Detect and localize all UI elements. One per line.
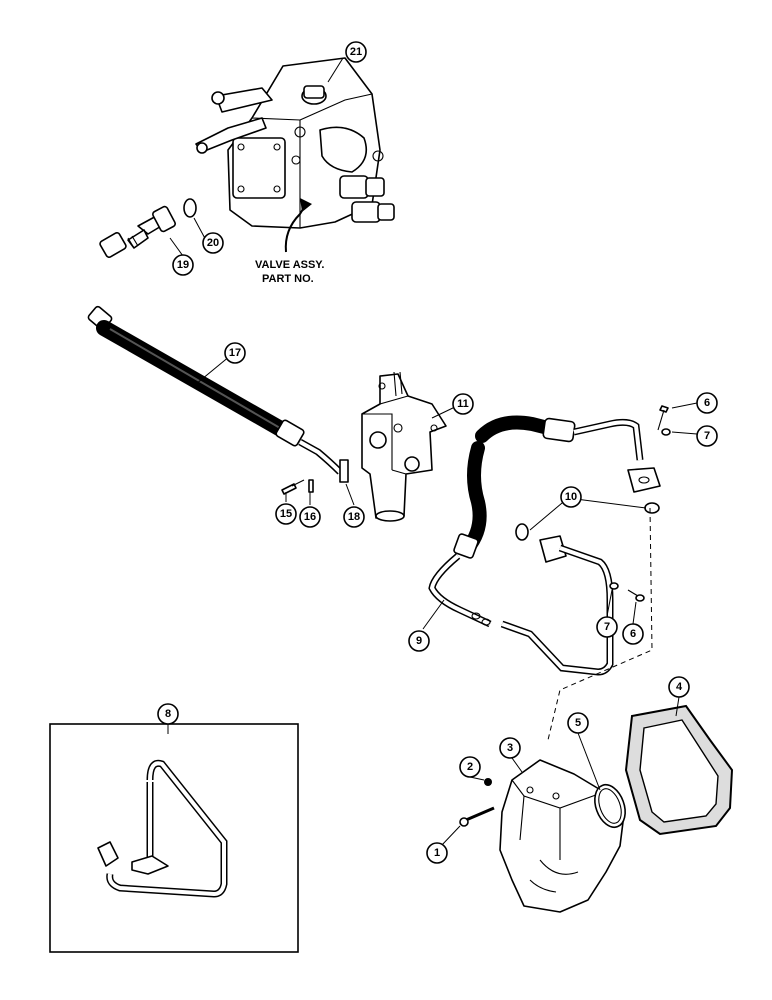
- callout-19: 19: [172, 254, 194, 276]
- gasket: [624, 704, 734, 836]
- callout-7-top: 7: [696, 425, 718, 447]
- elbow-fitting: [127, 205, 176, 249]
- o-ring-20: [183, 198, 197, 218]
- o-ring-10a: [515, 523, 529, 541]
- inset-box: [49, 723, 299, 953]
- valve-label-arrowhead: [300, 198, 312, 212]
- callout-16: 16: [299, 506, 321, 528]
- svg-text:4: 4: [676, 681, 683, 693]
- callout-8: 8: [157, 703, 179, 725]
- callout-15: 15: [275, 503, 297, 525]
- svg-text:3: 3: [507, 742, 513, 754]
- bolt-15: [281, 479, 305, 495]
- callout-3: 3: [499, 737, 521, 759]
- o-ring-10b: [644, 502, 660, 514]
- control-valve-assembly: [195, 57, 395, 229]
- svg-text:21: 21: [350, 46, 362, 58]
- bolt-6b: [627, 589, 639, 597]
- callout-7-bottom: 7: [596, 616, 618, 638]
- o-ring-5-inner: [598, 788, 622, 824]
- svg-text:16: 16: [304, 511, 316, 523]
- bolt-1-head: [459, 817, 469, 827]
- valve-label-arrow: [284, 203, 307, 253]
- svg-text:11: 11: [457, 398, 469, 410]
- leader-lines: [167, 57, 698, 847]
- callout-9: 9: [408, 630, 430, 652]
- priority-valve: [361, 371, 447, 522]
- callout-18: 18: [343, 506, 365, 528]
- callout-5: 5: [567, 712, 589, 734]
- svg-text:7: 7: [704, 430, 710, 442]
- svg-text:1: 1: [434, 847, 440, 859]
- alignment-dashed-line: [547, 507, 653, 741]
- svg-text:15: 15: [280, 508, 292, 520]
- svg-text:2: 2: [467, 761, 473, 773]
- bolt-1: [465, 806, 495, 822]
- callout-1: 1: [426, 842, 448, 864]
- svg-text:19: 19: [177, 259, 189, 271]
- svg-text:6: 6: [704, 397, 710, 409]
- svg-text:10: 10: [565, 491, 577, 503]
- svg-text:7: 7: [604, 621, 610, 633]
- valve-part-no-label: PART NO.: [262, 273, 314, 285]
- pipe-hose-assembly: [72, 232, 343, 475]
- washer-7b: [609, 582, 619, 590]
- bolt-6a-shank: [657, 409, 665, 431]
- callout-6-bottom: 6: [622, 623, 644, 645]
- suction-pipe: [500, 535, 614, 676]
- pump-housing: [499, 759, 625, 913]
- callout-20: 20: [202, 232, 224, 254]
- flange-18: [339, 459, 349, 483]
- svg-text:5: 5: [575, 717, 581, 729]
- washer-7a: [661, 428, 671, 436]
- svg-text:9: 9: [416, 635, 422, 647]
- svg-text:20: 20: [207, 237, 219, 249]
- svg-text:8: 8: [165, 708, 171, 720]
- valve-assy-label: VALVE ASSY.: [255, 259, 324, 271]
- callout-11: 11: [452, 393, 474, 415]
- svg-text:17: 17: [229, 347, 241, 359]
- o-ring-5: [594, 783, 626, 829]
- washer-2: [484, 778, 492, 786]
- return-pipe-assembly: [428, 415, 661, 628]
- bolt-6b-head: [635, 594, 645, 602]
- svg-text:6: 6: [630, 628, 636, 640]
- callout-17: 17: [224, 342, 246, 364]
- callout-21: 21: [345, 41, 367, 63]
- callout-4: 4: [668, 676, 690, 698]
- inset-pipe-8: [97, 759, 228, 898]
- callout-6-top: 6: [696, 392, 718, 414]
- callout-10: 10: [560, 486, 582, 508]
- callout-2: 2: [459, 756, 481, 778]
- svg-text:18: 18: [348, 511, 360, 523]
- bolt-6a: [659, 405, 669, 413]
- washer-16: [308, 479, 314, 493]
